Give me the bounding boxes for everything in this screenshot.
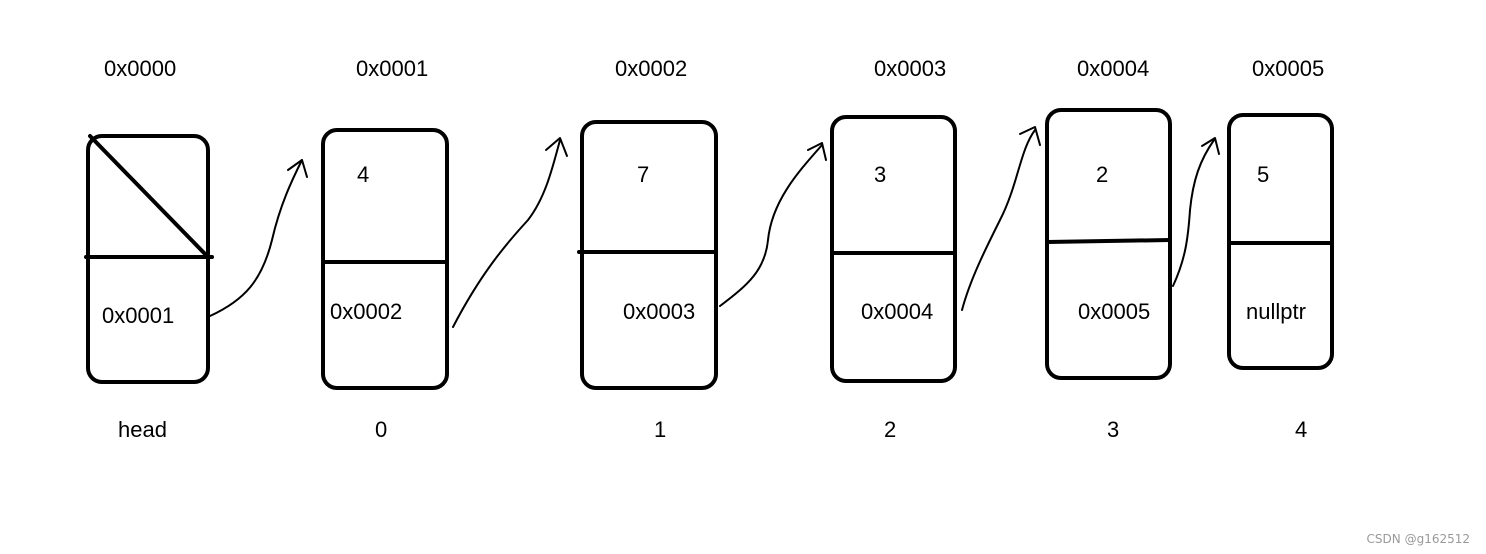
node-address-2: 0x0003 [874, 56, 947, 81]
node-box-2 [830, 115, 957, 383]
node-address-0: 0x0001 [356, 56, 429, 81]
node-address-4: 0x0005 [1252, 56, 1325, 81]
node-index-4: 4 [1295, 417, 1308, 442]
node-next-0: 0x0002 [330, 299, 403, 324]
node-index-3: 3 [1107, 417, 1120, 442]
next-arrow-1-to-2 [719, 144, 823, 307]
next-arrow-0-to-1 [452, 139, 561, 328]
node-box-3 [1045, 108, 1172, 380]
node-box-0 [321, 128, 449, 390]
node-next-1: 0x0003 [623, 299, 696, 324]
arrowhead-head-to-0 [287, 159, 308, 178]
watermark: CSDN @g162512 [1366, 532, 1470, 546]
node-value-4: 5 [1257, 162, 1270, 187]
node-address-1: 0x0002 [615, 56, 688, 81]
node-next-2: 0x0004 [861, 299, 934, 324]
node-address-3: 0x0004 [1077, 56, 1150, 81]
arrowhead-1-to-2 [807, 142, 827, 161]
node-index-2: 2 [884, 417, 897, 442]
node-next-3: 0x0005 [1078, 299, 1151, 324]
node-next-4: nullptr [1246, 299, 1306, 324]
arrowhead-0-to-1 [545, 137, 568, 157]
node-index-0: 0 [375, 417, 388, 442]
node-next-head: 0x0001 [102, 303, 175, 328]
arrowhead-2-to-3 [1019, 126, 1041, 146]
node-index-1: 1 [654, 417, 667, 442]
node-index-head: head [118, 417, 167, 442]
node-value-2: 3 [874, 162, 887, 187]
next-arrow-3-to-4 [1172, 139, 1215, 287]
node-value-0: 4 [357, 162, 370, 187]
head-empty-value-slash [88, 134, 210, 259]
next-arrow-2-to-3 [961, 129, 1036, 311]
node-value-1: 7 [637, 162, 650, 187]
arrowhead-3-to-4 [1201, 137, 1220, 155]
node-value-3: 2 [1096, 162, 1109, 187]
node-address-head: 0x0000 [104, 56, 177, 81]
node-divider-3 [1045, 238, 1172, 244]
next-arrow-head-to-0 [209, 159, 303, 317]
node-box-1 [580, 120, 718, 390]
